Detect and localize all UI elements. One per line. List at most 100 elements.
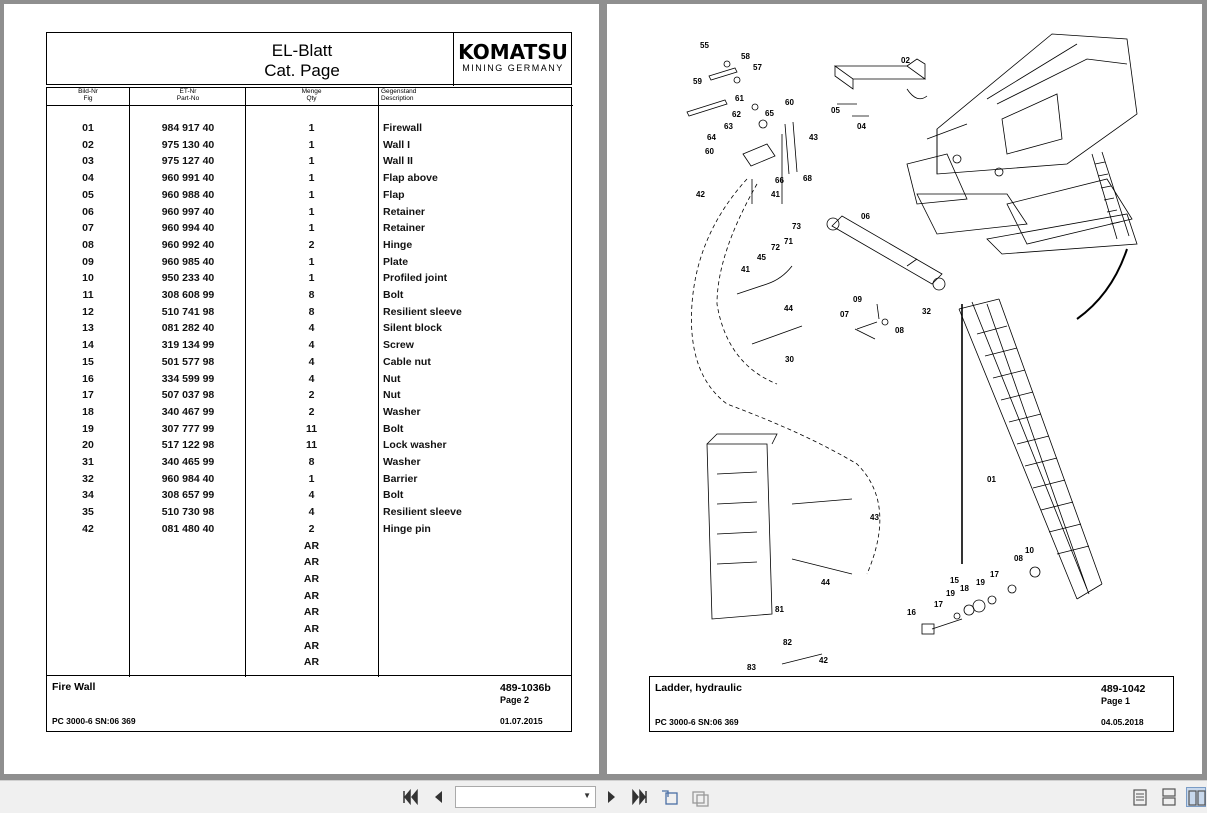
part-no-cell: 984 917 40 <box>161 122 215 134</box>
table-row: AR <box>47 656 573 672</box>
part-no-cell: 960 988 40 <box>161 188 215 201</box>
header-divider <box>453 33 454 86</box>
plate-02 <box>833 58 928 100</box>
callout-label: 02 <box>901 56 910 65</box>
fig-cell: 03 <box>82 155 94 168</box>
callout-label: 64 <box>707 133 716 142</box>
part-no-cell: 960 997 40 <box>161 205 215 218</box>
col-qty-de: Menge <box>301 88 322 95</box>
description-cell: Lock washer <box>383 439 447 452</box>
title-line-1: EL-Blatt <box>271 41 333 60</box>
part-no-cell: 950 233 40 <box>161 272 215 285</box>
qty-cell: 4 <box>308 489 315 502</box>
description-cell: Flap above <box>383 172 438 185</box>
fig-cell: 15 <box>82 355 94 368</box>
page-footer-right: Ladder, hydraulic 489-1042 Page 1 PC 300… <box>649 676 1174 732</box>
col-header-qty: Menge Qty <box>245 88 378 105</box>
footer-date: 04.05.2018 <box>1101 717 1144 727</box>
description-cell: Bolt <box>383 422 404 435</box>
col-header-fig: Bild-Nr Fig <box>47 88 129 105</box>
callout-label: 58 <box>741 52 750 61</box>
fig-cell: 02 <box>82 138 94 151</box>
page-select[interactable]: ▼ <box>455 786 596 808</box>
continuous-view-icon[interactable] <box>1159 787 1179 807</box>
go-forward-icon[interactable] <box>690 787 710 807</box>
fig-cell: 10 <box>82 272 94 285</box>
qty-cell: 8 <box>308 456 315 468</box>
two-page-view-icon[interactable] <box>1186 787 1206 807</box>
description-cell: Plate <box>383 255 409 268</box>
go-back-icon[interactable] <box>660 787 680 807</box>
title-line-2: Cat. Page <box>264 61 340 80</box>
fig-cell: 12 <box>82 305 94 318</box>
col-fig-en: Fig <box>83 95 93 102</box>
chevron-down-icon: ▼ <box>583 791 591 800</box>
page-title: EL-Blatt Cat. Page <box>217 41 387 81</box>
description-cell: Retainer <box>383 205 426 218</box>
fig-cell: 19 <box>82 422 94 435</box>
last-page-icon[interactable] <box>630 787 650 807</box>
footer-title: Ladder, hydraulic <box>655 682 742 694</box>
callout-label: 32 <box>922 307 931 316</box>
part-no-cell: 308 657 99 <box>161 489 215 502</box>
fig-cell: 04 <box>82 172 94 185</box>
hose-lines <box>736 134 853 665</box>
description-cell: Bolt <box>383 289 404 301</box>
callout-label: 44 <box>821 578 830 587</box>
table-row: AR <box>47 573 573 589</box>
first-page-icon[interactable] <box>400 787 420 807</box>
part-no-cell: 960 984 40 <box>161 472 215 485</box>
logo-sub-text: MINING GERMANY <box>462 63 564 73</box>
footer-page: Page 2 <box>500 695 530 705</box>
description-cell: Screw <box>383 339 414 352</box>
fig-cell: 07 <box>82 222 94 235</box>
callout-label: 65 <box>765 109 774 118</box>
part-no-cell: 517 122 98 <box>161 439 215 452</box>
previous-page-icon[interactable] <box>428 787 448 807</box>
qty-cell: 1 <box>308 188 315 201</box>
qty-cell: 4 <box>308 372 315 385</box>
col-desc-en: Description <box>381 95 414 102</box>
callout-label: 30 <box>785 355 794 364</box>
part-no-cell: 334 599 99 <box>161 372 215 385</box>
fig-cell: 06 <box>82 205 94 218</box>
description-cell: Silent block <box>383 322 442 335</box>
description-cell: Bolt <box>383 489 404 502</box>
table-row: AR <box>47 590 573 606</box>
next-page-icon[interactable] <box>602 787 622 807</box>
single-page-view-icon[interactable] <box>1130 787 1150 807</box>
footer-doc-number: 489-1042 <box>1101 683 1146 695</box>
part-no-cell: 340 465 99 <box>161 456 215 468</box>
description-cell: Washer <box>383 405 421 418</box>
callout-label: 41 <box>771 190 780 199</box>
qty-cell: 4 <box>308 355 315 368</box>
fig-cell: 09 <box>82 255 94 268</box>
description-cell: Nut <box>383 389 401 402</box>
callout-label: 59 <box>693 77 702 86</box>
callout-label: 17 <box>990 570 999 579</box>
description-cell: Nut <box>383 372 401 385</box>
document-viewer: EL-Blatt Cat. Page KOMATSU MINING GERMAN… <box>0 0 1207 780</box>
callout-label: 06 <box>861 212 870 221</box>
fig-cell: 13 <box>82 322 94 335</box>
qty-cell: 8 <box>308 305 315 318</box>
part-no-cell: 960 992 40 <box>161 238 215 251</box>
callout-label: 55 <box>700 41 709 50</box>
hoses <box>691 178 881 575</box>
fig-cell: 34 <box>82 489 94 502</box>
part-no-cell: 308 608 99 <box>161 289 215 301</box>
